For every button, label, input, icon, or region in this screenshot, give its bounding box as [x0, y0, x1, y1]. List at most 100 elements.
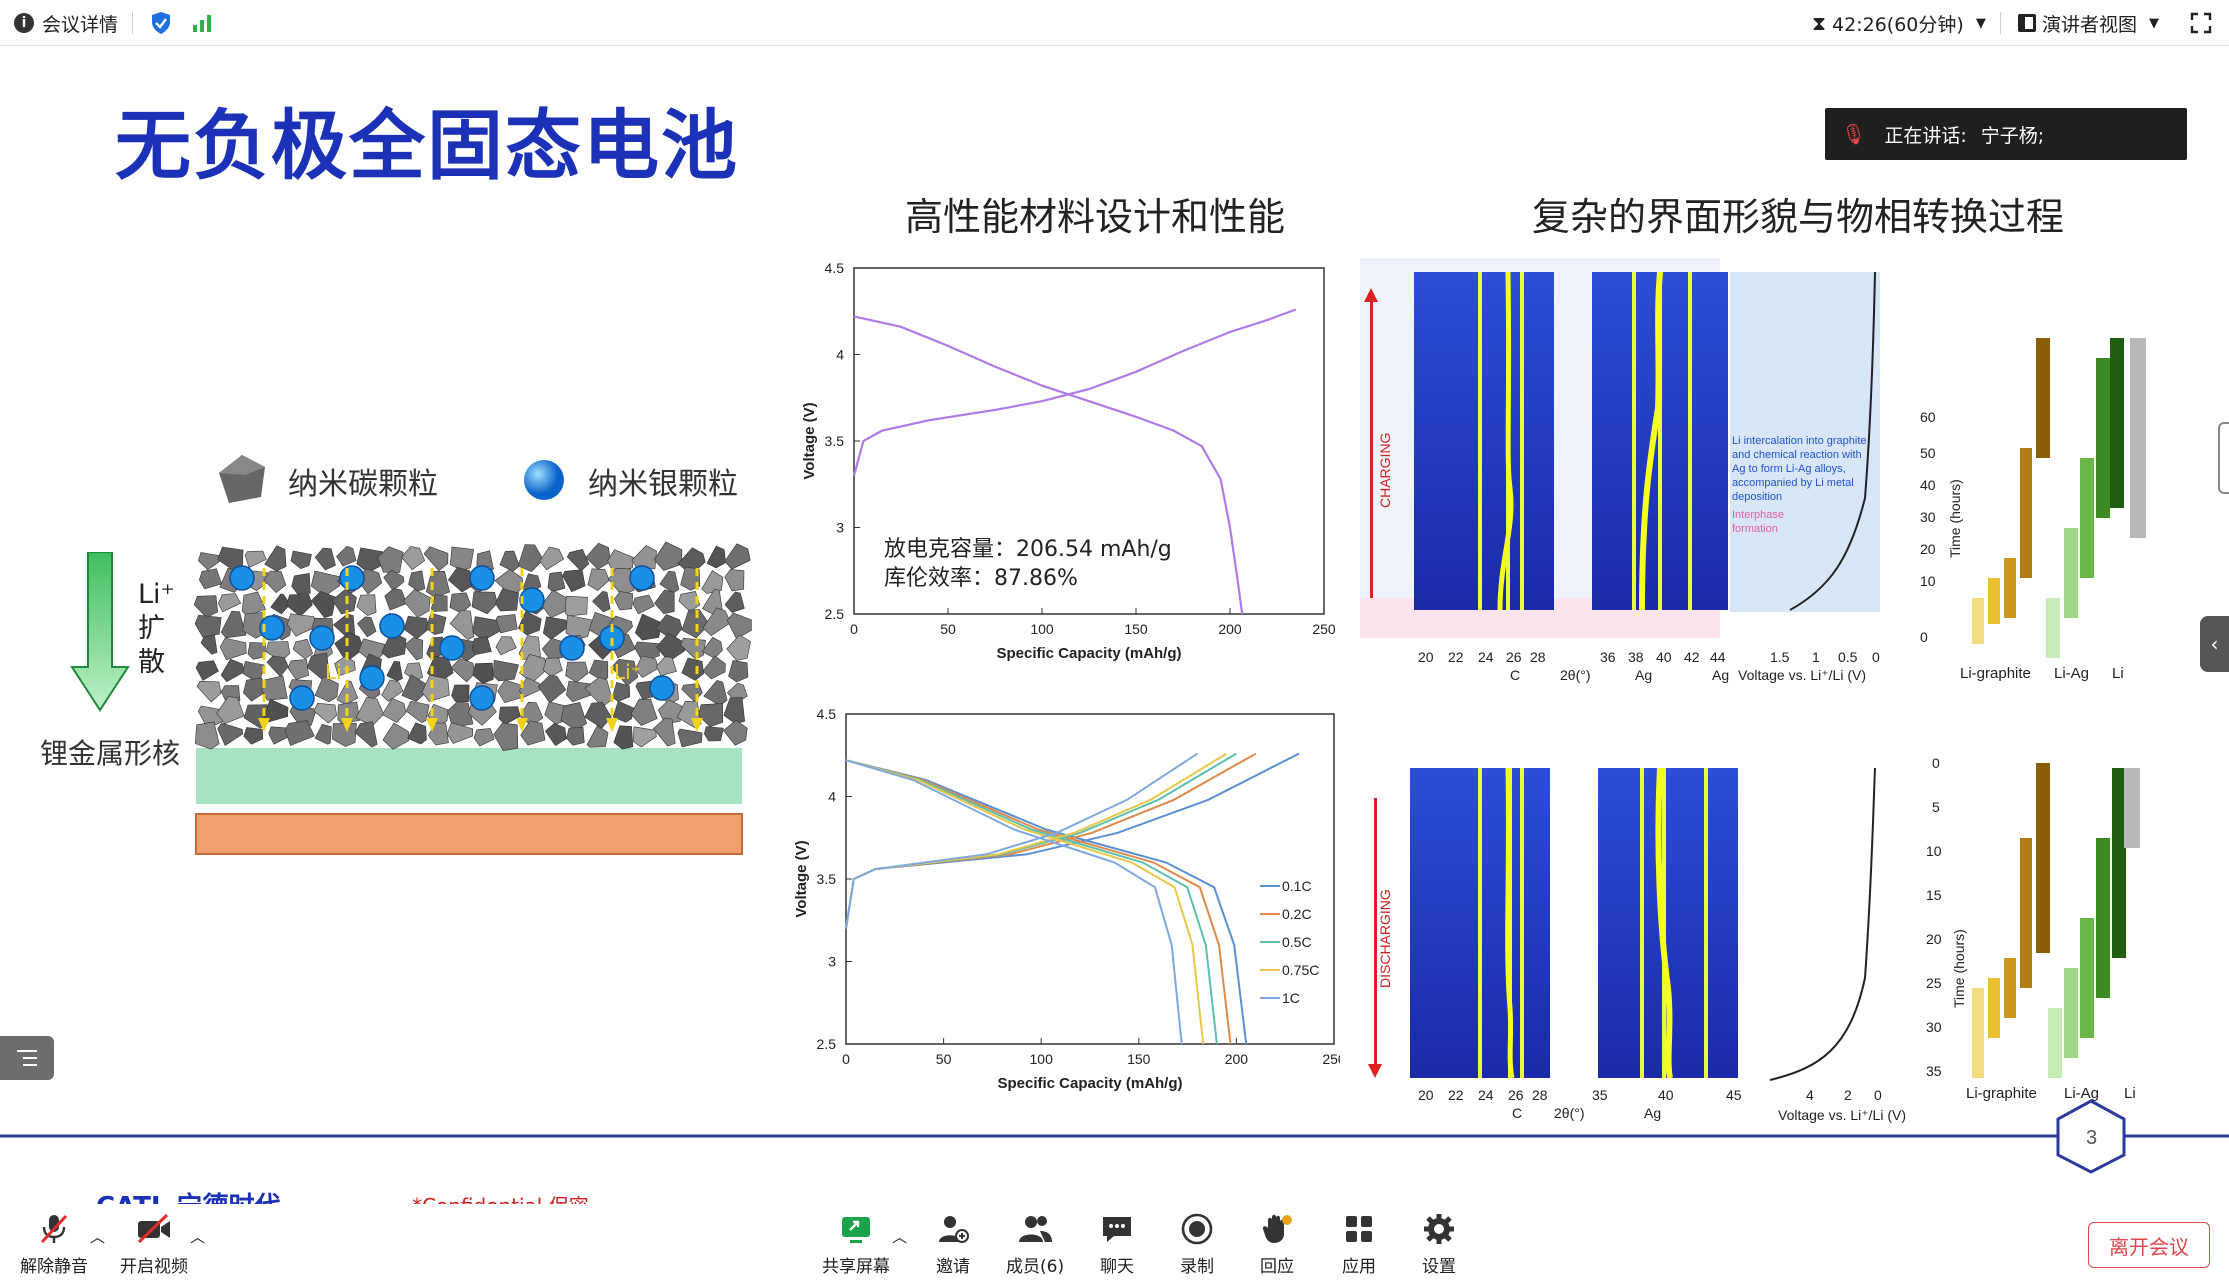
- meeting-timer[interactable]: ⧗ 42:26(60分钟) ▼: [1812, 11, 1986, 36]
- carbon-particle: [724, 591, 745, 613]
- slide-list-button[interactable]: [0, 1036, 54, 1080]
- svg-text:2θ(°): 2θ(°): [1554, 1105, 1585, 1121]
- y-tick-label: 3: [828, 954, 836, 970]
- fullscreen-icon[interactable]: [2190, 8, 2212, 38]
- carbon-particle: [425, 570, 450, 598]
- x-tick-label: 100: [1030, 1051, 1054, 1067]
- carbon-particle: [702, 607, 731, 637]
- svg-text:10: 10: [1926, 843, 1942, 859]
- svg-text:20: 20: [1418, 649, 1434, 665]
- svg-text:Ag: Ag: [1644, 1105, 1661, 1121]
- carbon-particle: [449, 610, 475, 640]
- carbon-particle: [544, 723, 567, 747]
- silver-particle: [649, 675, 675, 701]
- carbon-particle: [632, 594, 655, 615]
- meeting-details-button[interactable]: i 会议详情: [14, 8, 118, 38]
- security-shield-icon[interactable]: [150, 8, 172, 38]
- section-left-title: 高性能材料设计和性能: [905, 195, 1286, 239]
- x-tick-label: 250: [1322, 1051, 1340, 1067]
- svg-text:42: 42: [1684, 649, 1700, 665]
- carbon-particle: [194, 721, 220, 750]
- carbon-particle: [381, 631, 407, 659]
- chevron-up-icon[interactable]: ︿: [892, 1228, 908, 1246]
- carbon-particle: [722, 719, 748, 746]
- presenter-view-button[interactable]: 演讲者视图 ▼: [2018, 8, 2159, 38]
- carbon-particle: [677, 728, 703, 748]
- carbon-particle: [403, 615, 429, 640]
- invite-button[interactable]: 邀请: [936, 1212, 970, 1277]
- carbon-particle: [264, 545, 287, 572]
- x-tick-label: 50: [936, 1051, 952, 1067]
- svg-text:10: 10: [1920, 573, 1936, 589]
- carbon-particle: [261, 675, 288, 701]
- legend-carbon: 纳米碳颗粒: [288, 467, 438, 502]
- settings-button[interactable]: 设置: [1422, 1212, 1456, 1277]
- carbon-particle: [562, 569, 586, 593]
- annotation-line-5: deposition: [1732, 491, 1782, 503]
- start-video-button[interactable]: 开启视频: [120, 1212, 188, 1277]
- carbon-particle: [681, 657, 705, 681]
- leave-meeting-button[interactable]: 离开会议: [2088, 1222, 2210, 1268]
- network-signal-icon[interactable]: [192, 8, 212, 38]
- y-tick-label: 4: [828, 789, 836, 805]
- svg-text:Li-Ag: Li-Ag: [2064, 1085, 2099, 1102]
- x-tick-label: 200: [1225, 1051, 1249, 1067]
- carbon-particle: [726, 634, 751, 661]
- carbon-particle: [377, 546, 404, 573]
- members-button[interactable]: 成员(6): [1006, 1212, 1064, 1277]
- carbon-particle: [471, 636, 492, 655]
- svg-text:36: 36: [1600, 649, 1616, 665]
- carbon-particle: [498, 706, 521, 725]
- reaction-button[interactable]: 回应: [1260, 1212, 1294, 1277]
- coulombic-efficiency-text: 库伦效率：87.86%: [884, 566, 1078, 591]
- phase-bars-discharging: [1972, 763, 2140, 1078]
- carbon-particle: [405, 700, 430, 724]
- side-panel-toggle[interactable]: ‹: [2200, 616, 2229, 672]
- meeting-topbar: i 会议详情 ⧗ 42:26(60分钟) ▼ 演讲者视图 ▼: [0, 0, 2229, 46]
- svg-text:40: 40: [1656, 649, 1672, 665]
- y-tick-label: 3.5: [817, 871, 837, 887]
- svg-text:Li-Ag: Li-Ag: [2054, 665, 2089, 682]
- carbon-particle: [698, 703, 724, 728]
- legend-silver: 纳米银颗粒: [588, 467, 738, 502]
- carbon-particle: [703, 726, 724, 742]
- carbon-particle: [194, 614, 222, 638]
- chevron-up-icon[interactable]: ︿: [190, 1228, 206, 1246]
- carbon-particle: [517, 544, 544, 572]
- carbon-particle: [217, 722, 244, 746]
- carbon-particle: [331, 723, 357, 747]
- svg-text:25: 25: [1926, 975, 1942, 991]
- svg-text:24: 24: [1478, 1087, 1494, 1103]
- charge-curve: [852, 308, 1297, 476]
- presenter-view-icon: [2018, 14, 2036, 32]
- gear-icon: [1424, 1214, 1454, 1244]
- side-edge-handle[interactable]: [2218, 422, 2229, 494]
- silver-particle: [439, 635, 465, 661]
- carbon-particle: [407, 722, 427, 745]
- carbon-particle: [680, 566, 701, 591]
- carbon-particle: [217, 593, 242, 613]
- legend-entry: 1C: [1282, 990, 1300, 1006]
- info-icon: i: [14, 13, 34, 33]
- chat-button[interactable]: 聊天: [1100, 1212, 1134, 1277]
- chat-icon: [1103, 1217, 1131, 1242]
- svg-text:2: 2: [1844, 1087, 1852, 1103]
- svg-text:28: 28: [1530, 649, 1546, 665]
- carbon-particle: [292, 638, 314, 660]
- apps-button[interactable]: 应用: [1342, 1212, 1376, 1277]
- carbon-particle: [216, 696, 245, 725]
- unmute-button[interactable]: 解除静音: [20, 1212, 88, 1277]
- add-user-icon: [939, 1216, 969, 1243]
- record-button[interactable]: 录制: [1180, 1212, 1214, 1277]
- carbon-particle: [706, 545, 726, 569]
- chevron-up-icon[interactable]: ︿: [90, 1228, 106, 1246]
- carbon-particle: [537, 675, 567, 704]
- share-screen-button[interactable]: 共享屏幕: [822, 1212, 890, 1277]
- li-diffusion-arrowhead: [691, 718, 703, 732]
- carbon-particle: [421, 674, 450, 702]
- carbon-particle: [681, 683, 703, 703]
- li-diffusion-arrowhead: [258, 718, 270, 732]
- anode-layer-diagram: [193, 541, 752, 855]
- discharge-curve-0.1C: [845, 759, 1248, 1045]
